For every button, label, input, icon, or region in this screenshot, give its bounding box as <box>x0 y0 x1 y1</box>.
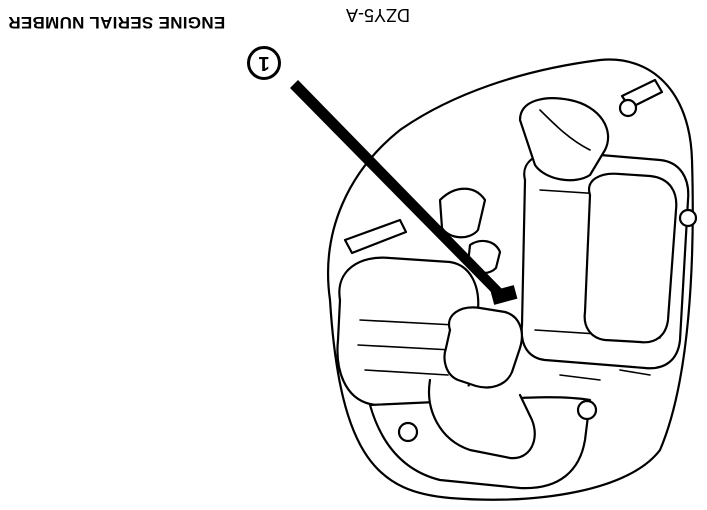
bolt-bottom-left <box>397 421 419 443</box>
figure-code-label: DZY5-A <box>346 5 411 25</box>
engine-serial-number-label: ENGINE SERIAL NUMBER <box>8 13 226 32</box>
carburetor <box>443 306 523 389</box>
throttle-arm <box>438 187 487 239</box>
exhaust-elbow <box>518 97 610 182</box>
choke-lever <box>343 218 408 255</box>
intake-tube <box>427 378 536 460</box>
bolt-right-side <box>678 208 698 228</box>
bolt-bottom-right <box>576 399 598 421</box>
callout-number-badge: 1 <box>247 46 281 80</box>
muffler <box>583 172 678 344</box>
leader-line <box>290 80 505 298</box>
